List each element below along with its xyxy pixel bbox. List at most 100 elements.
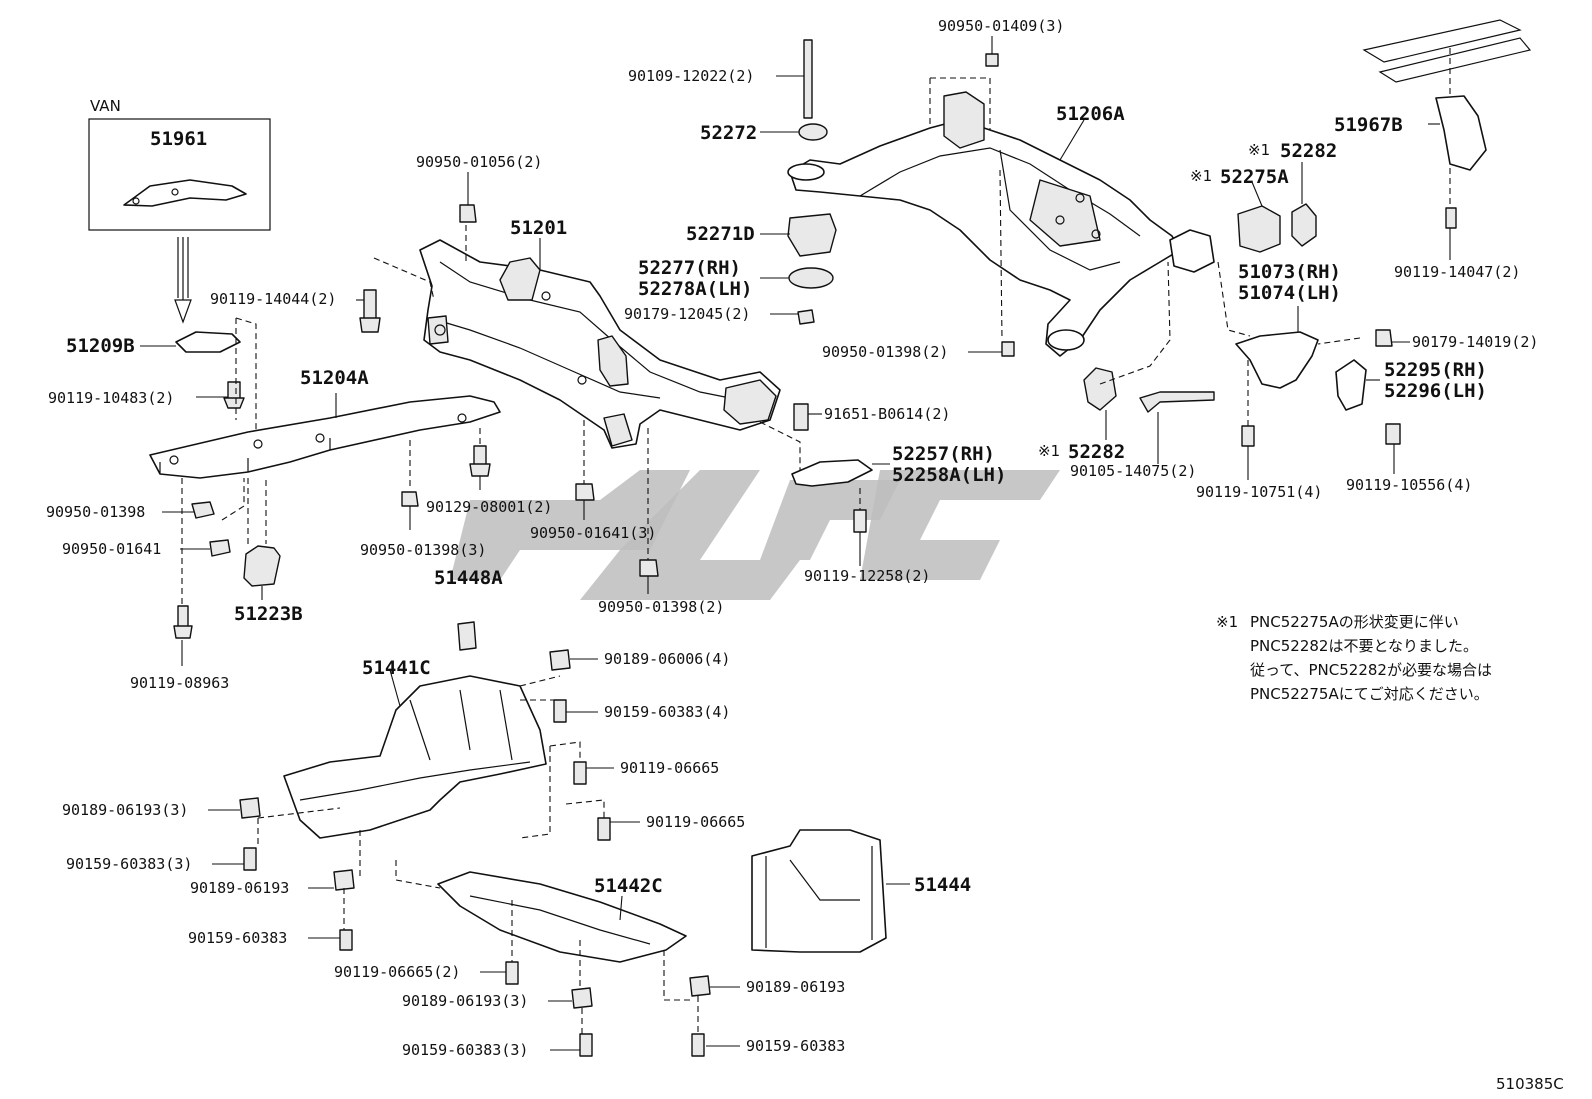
- label-90159-60383-c: 90159-60383: [188, 929, 287, 947]
- label-51201: 51201: [510, 217, 567, 239]
- label-90950-01398-a: 90950-01398: [46, 503, 145, 521]
- label-52278A: 52278A(LH): [638, 278, 752, 300]
- part-52295: [1335, 359, 1367, 411]
- label-90119-06665-c: 90119-06665(2): [334, 963, 460, 981]
- part-90109-12022: [803, 39, 813, 119]
- label-90109-12022: 90109-12022(2): [628, 67, 754, 85]
- label-90950-01398-d: 90950-01398(2): [822, 343, 948, 361]
- part-51073: [1235, 331, 1319, 389]
- label-51073: 51073(RH): [1238, 261, 1341, 283]
- dashed-lines: [181, 77, 1451, 1034]
- footnote: ※1 PNC52275Aの形状変更に伴い PNC52282は不要となりました。 …: [1216, 613, 1492, 703]
- mark-52282-upper: ※1: [1248, 141, 1270, 159]
- label-90950-01398-c: 90950-01398(2): [598, 598, 724, 616]
- part-52282-upper: [1291, 203, 1317, 247]
- label-90950-01056: 90950-01056(2): [416, 153, 542, 171]
- label-90119-14044: 90119-14044(2): [210, 290, 336, 308]
- label-51441C: 51441C: [362, 657, 431, 679]
- label-52277: 52277(RH): [638, 257, 741, 279]
- label-90159-60383-e: 90159-60383: [746, 1037, 845, 1055]
- label-90159-60383-b: 90159-60383(3): [66, 855, 192, 873]
- cover-51442C: [437, 871, 687, 963]
- van-label: VAN: [90, 97, 121, 115]
- part-51448A: [457, 621, 477, 651]
- label-90950-01409: 90950-01409(3): [938, 17, 1064, 35]
- subframe-51206A: [787, 91, 1215, 357]
- label-52296: 52296(LH): [1384, 380, 1487, 402]
- label-90119-12258: 90119-12258(2): [804, 567, 930, 585]
- bracket-51967B: [1362, 19, 1532, 171]
- part-52257: [791, 459, 873, 487]
- label-52275A: 52275A: [1220, 166, 1289, 188]
- label-52257: 52257(RH): [892, 443, 995, 465]
- footnote-line-3: 従って、PNC52282が必要な場合は: [1250, 661, 1492, 679]
- crossmember-51204A: [149, 395, 501, 479]
- label-90189-06193-d: 90189-06193: [746, 978, 845, 996]
- mark-52275A: ※1: [1190, 167, 1212, 185]
- watermark: [450, 470, 1060, 600]
- label-90159-60383-d: 90159-60383(3): [402, 1041, 528, 1059]
- part-51209B: [175, 331, 241, 353]
- label-51206A: 51206A: [1056, 103, 1125, 125]
- fasteners-left: [173, 204, 659, 639]
- label-90119-08963: 90119-08963: [130, 674, 229, 692]
- label-51961: 51961: [150, 128, 207, 150]
- part-51223B: [243, 545, 281, 587]
- part-52272: [798, 123, 828, 141]
- van-inset: VAN 51961: [88, 97, 271, 324]
- label-90189-06193-a: 90189-06193(3): [62, 801, 188, 819]
- footnote-line-1: PNC52275Aの形状変更に伴い: [1250, 613, 1459, 631]
- footnote-line-2: PNC52282は不要となりました。: [1250, 637, 1478, 655]
- label-90119-06665-b: 90119-06665: [646, 813, 745, 831]
- label-52282-upper: 52282: [1280, 140, 1337, 162]
- label-90119-14047: 90119-14047(2): [1394, 263, 1520, 281]
- label-51967B: 51967B: [1334, 114, 1403, 136]
- label-90129-08001: 90129-08001(2): [426, 498, 552, 516]
- label-90159-60383-a: 90159-60383(4): [604, 703, 730, 721]
- label-52272: 52272: [700, 122, 757, 144]
- subframe-51201: [419, 239, 781, 449]
- label-90189-06006: 90189-06006(4): [604, 650, 730, 668]
- label-52282-lower: 52282: [1068, 441, 1125, 463]
- label-90179-14019: 90179-14019(2): [1412, 333, 1538, 351]
- part-52277: [788, 267, 834, 289]
- label-90179-12045: 90179-12045(2): [624, 305, 750, 323]
- label-51444: 51444: [914, 874, 971, 896]
- part-52271D: [787, 213, 837, 257]
- part-52275A: [1237, 205, 1281, 253]
- arrow-down: [174, 237, 192, 324]
- footnote-line-4: PNC52275Aにてご対応ください。: [1250, 685, 1489, 703]
- label-90105-14075: 90105-14075(2): [1070, 462, 1196, 480]
- label-90119-10556: 90119-10556(4): [1346, 476, 1472, 494]
- part-52282-lower: [1083, 367, 1117, 411]
- fasteners-bottom: [239, 649, 711, 1057]
- label-90119-10483: 90119-10483(2): [48, 389, 174, 407]
- label-51209B: 51209B: [66, 335, 135, 357]
- label-51442C: 51442C: [594, 875, 663, 897]
- label-90119-06665-a: 90119-06665: [620, 759, 719, 777]
- label-91651-B0614: 91651-B0614(2): [824, 405, 950, 423]
- footnote-mark: ※1: [1216, 613, 1238, 631]
- label-90950-01641-a: 90950-01641: [62, 540, 161, 558]
- label-90189-06193-b: 90189-06193: [190, 879, 289, 897]
- label-90950-01641-b: 90950-01641(3): [530, 524, 656, 542]
- diagram-code: 510385C: [1496, 1075, 1564, 1093]
- label-90189-06193-c: 90189-06193(3): [402, 992, 528, 1010]
- leader-lines: [140, 36, 1451, 1051]
- label-51448A: 51448A: [434, 567, 503, 589]
- label-90950-01398-b: 90950-01398(3): [360, 541, 486, 559]
- panel-51444: [751, 829, 887, 953]
- bushings-rear: [787, 39, 1457, 533]
- part-51961: [123, 179, 247, 207]
- label-51074: 51074(LH): [1238, 282, 1341, 304]
- mark-52282-lower: ※1: [1038, 442, 1060, 460]
- label-90119-10751: 90119-10751(4): [1196, 483, 1322, 501]
- label-52271D: 52271D: [686, 223, 755, 245]
- label-52258A: 52258A(LH): [892, 464, 1006, 486]
- cover-51441C: [283, 675, 547, 839]
- part-labels: 51209B 90119-10483(2) 90119-14044(2) 512…: [46, 17, 1538, 1059]
- label-51204A: 51204A: [300, 367, 369, 389]
- label-52295: 52295(RH): [1384, 359, 1487, 381]
- label-51223B: 51223B: [234, 603, 303, 625]
